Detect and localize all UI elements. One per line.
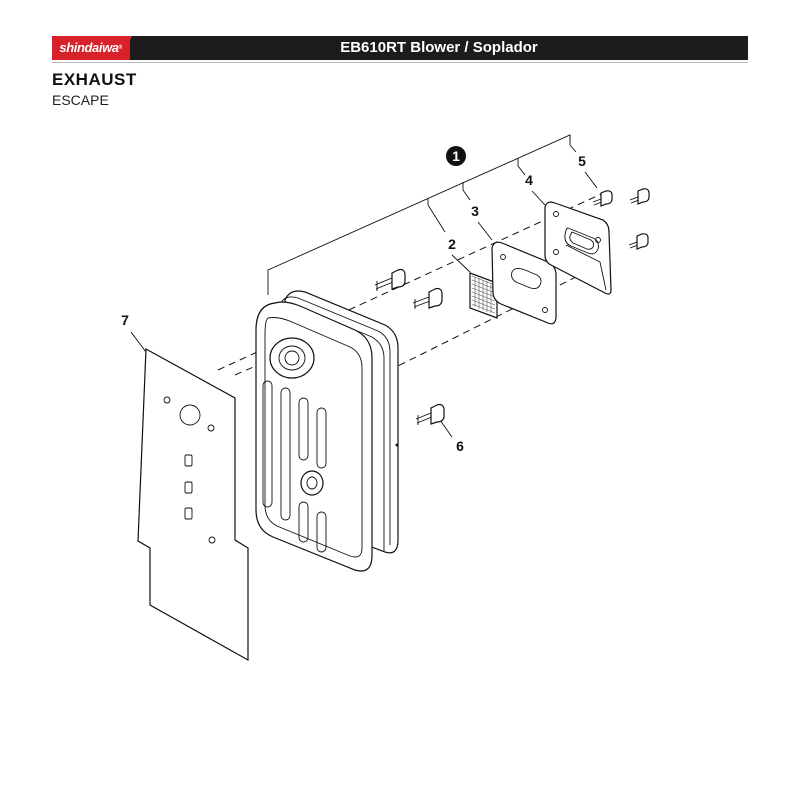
header-bar — [52, 36, 748, 60]
section-subtitle: ESCAPE — [52, 92, 109, 108]
assembly-callout-circle — [446, 146, 466, 166]
callout-2: 2 — [448, 236, 456, 252]
exhaust-outlet-plate — [544, 201, 612, 295]
muffler-body — [255, 290, 399, 572]
callout-1: 1 — [452, 148, 460, 164]
insulator-plate — [137, 348, 249, 662]
page-title: EB610RT Blower / Soplador — [340, 39, 538, 56]
shindaiwa-logo: shindaiwa® — [52, 36, 130, 60]
header-divider — [52, 62, 748, 63]
callout-5: 5 — [578, 153, 586, 169]
small-bolt-right — [629, 188, 650, 205]
large-bolt-upper — [374, 268, 406, 291]
callout-6: 6 — [456, 438, 464, 454]
callout-7: 7 — [121, 312, 129, 328]
section-title: EXHAUST — [52, 70, 137, 89]
small-bolt-lower — [628, 233, 649, 250]
large-bolt-lower — [415, 403, 445, 425]
brand-name: shindaiwa — [59, 40, 119, 55]
callout-4: 4 — [525, 172, 533, 188]
large-bolt-middle — [412, 287, 443, 309]
registered-mark: ® — [118, 45, 123, 51]
assembly-bracket — [267, 134, 577, 295]
small-bolt-left — [592, 190, 613, 207]
callout-3: 3 — [471, 203, 479, 219]
spark-arrestor-screen — [469, 272, 498, 319]
exhaust-gasket — [491, 241, 557, 325]
logo-slant-decoration — [122, 36, 132, 60]
